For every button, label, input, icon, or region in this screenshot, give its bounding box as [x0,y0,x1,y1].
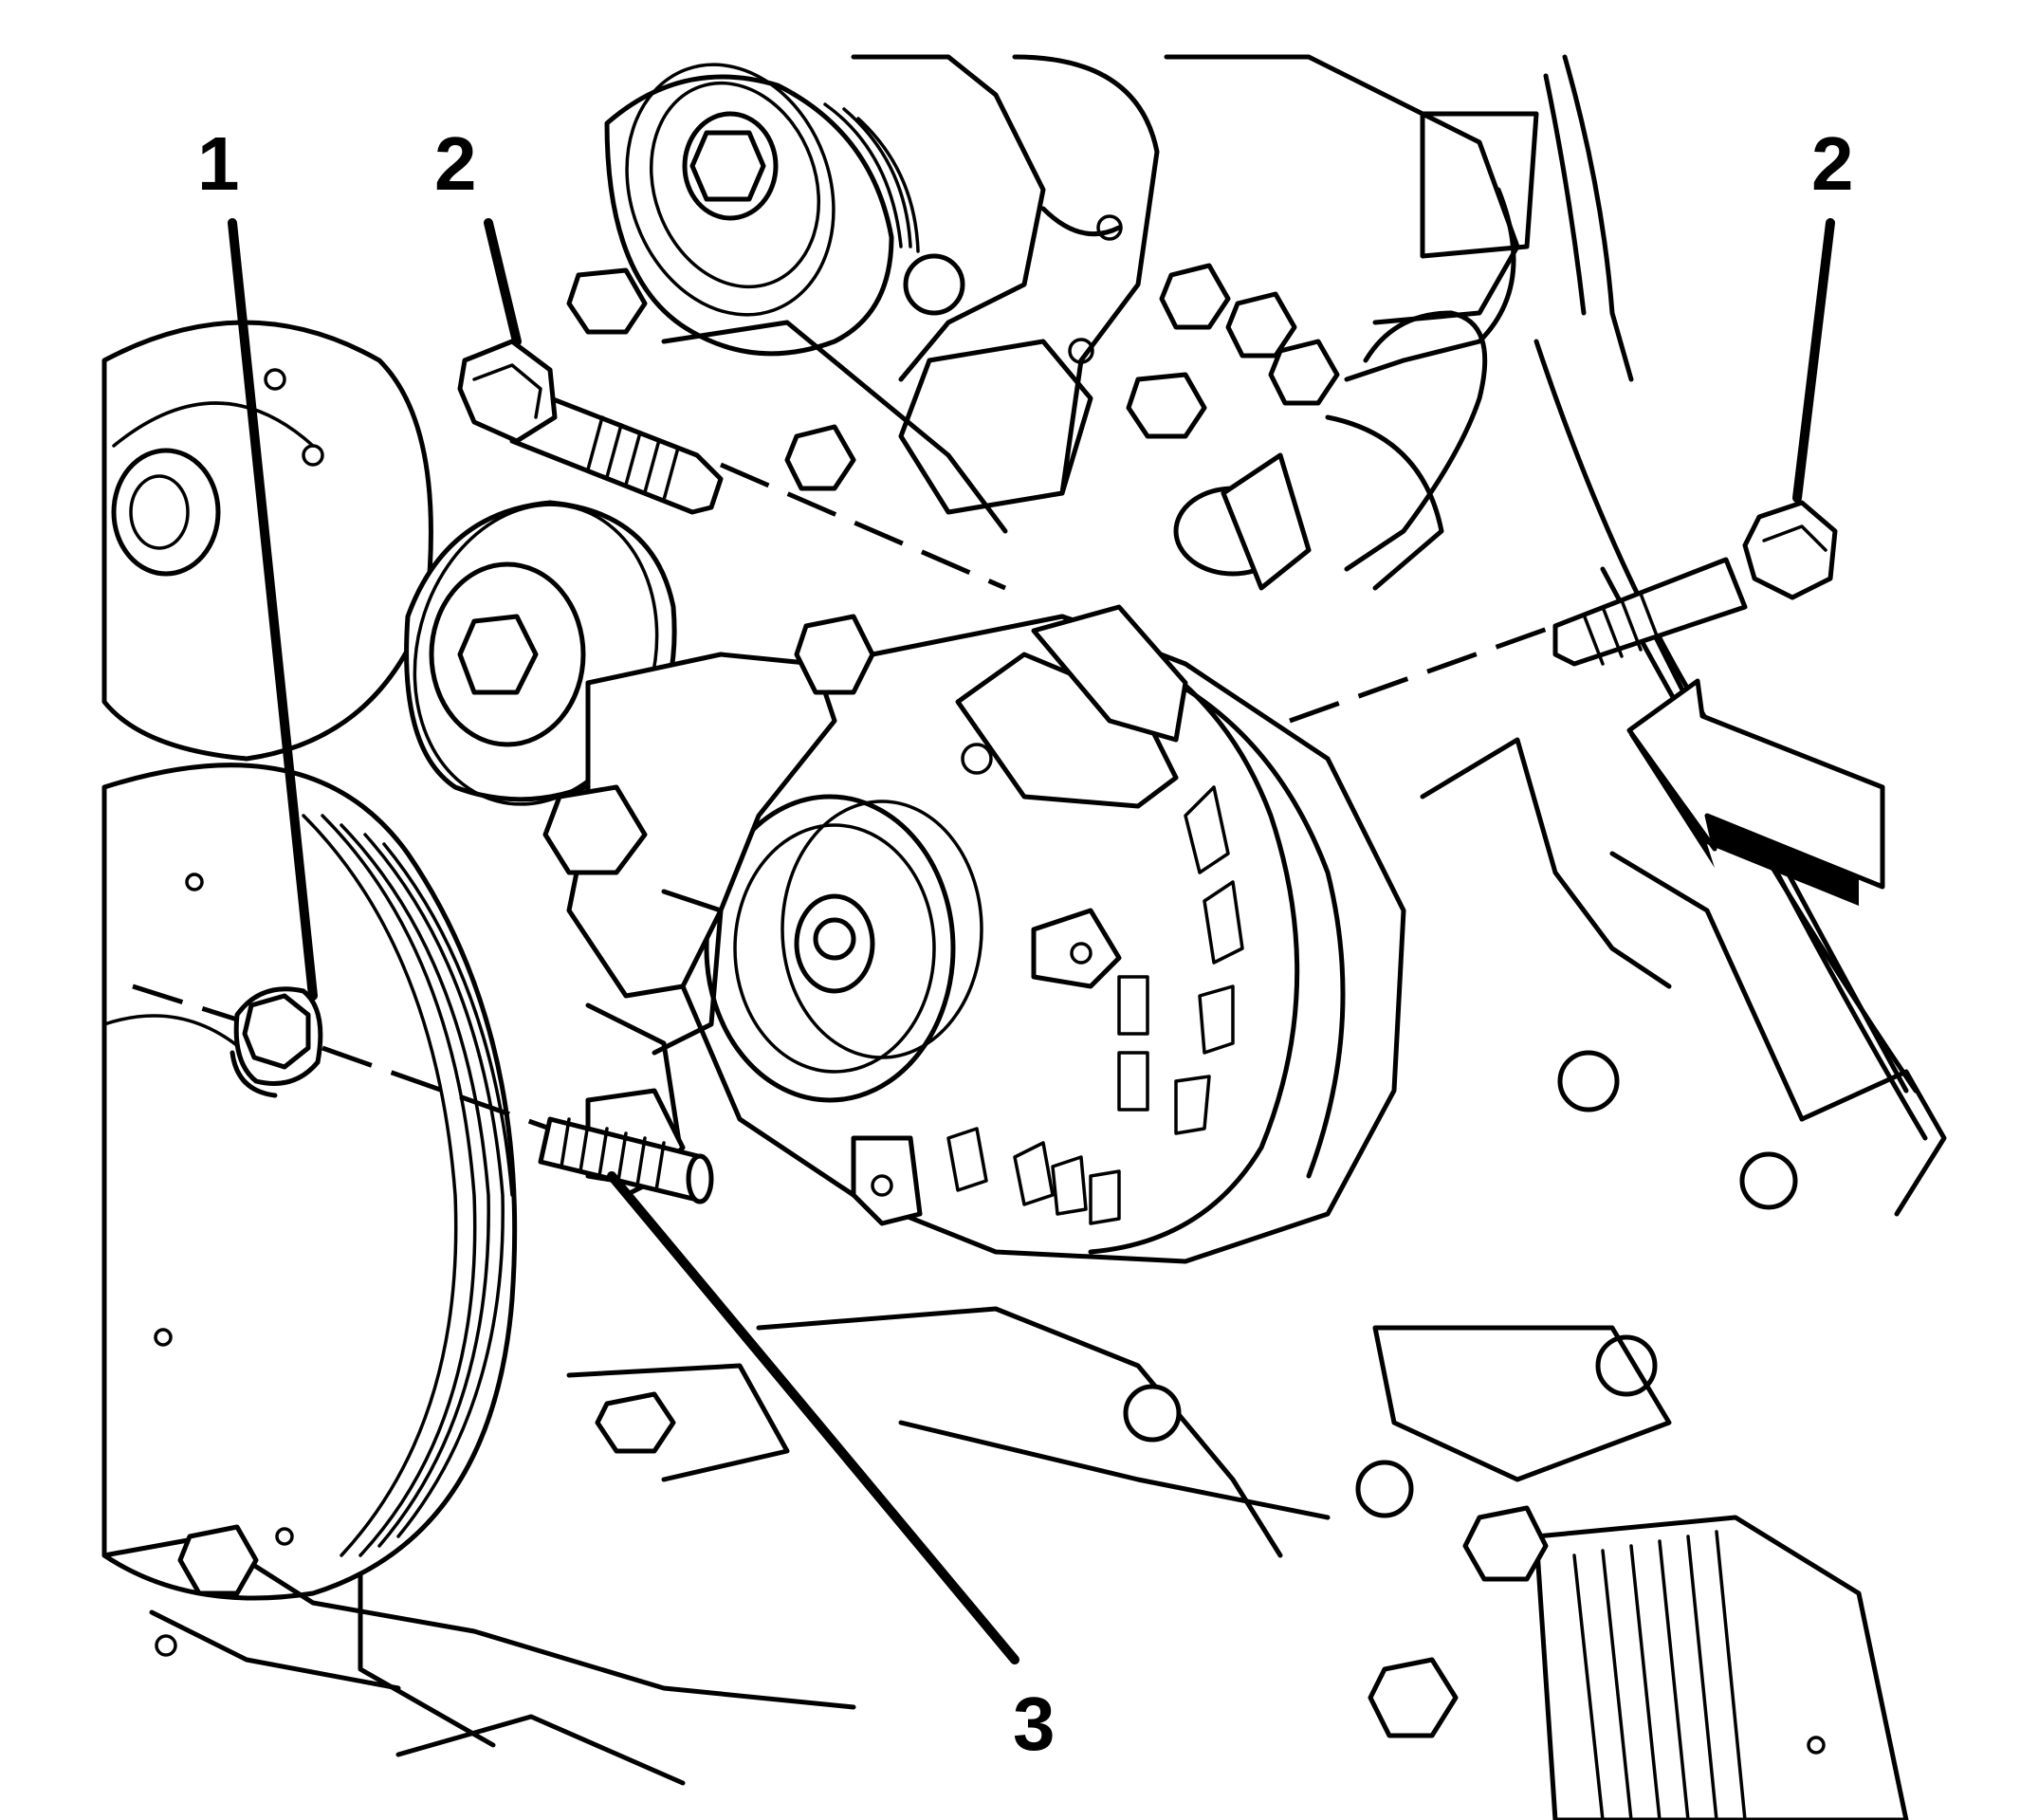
callout-2-left: 2 [434,121,477,206]
nut [230,986,323,1098]
leader-line-1 [228,218,318,1001]
belt-tensioner-pulley [566,63,965,357]
alternator [680,604,1406,1264]
bolt-right [1552,500,1838,667]
leader-line-2-right [1792,218,1835,503]
alignment-lines [132,462,1556,1131]
engine-block-linework [101,54,1947,1786]
crankshaft-pulley [101,763,518,1601]
callout-3: 3 [1013,1682,1056,1766]
bolt-upper-left [457,339,724,515]
leader-line-3 [607,1171,1019,1664]
oil-cooler [1368,1505,1909,1820]
callout-2-right: 2 [1811,121,1854,206]
callout-1: 1 [197,121,240,206]
stud [538,1116,714,1204]
view-direction-arrow [1626,678,1885,906]
leader-line-2-left [484,218,522,346]
